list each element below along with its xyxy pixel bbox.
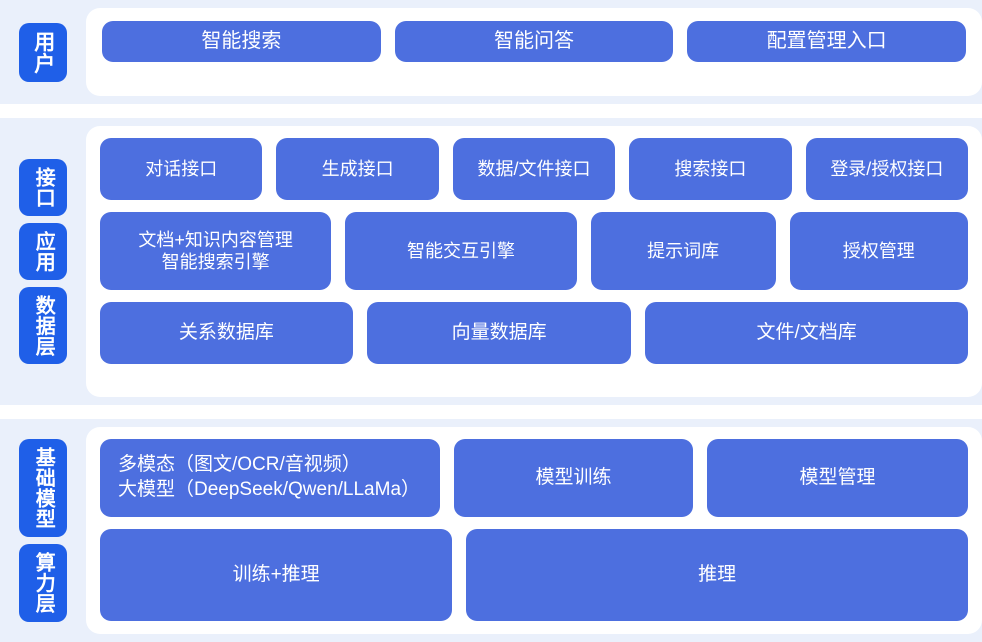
panel-base: 多模态（图文/OCR/音视频） 大模型（DeepSeek/Qwen/LLaMa）… bbox=[86, 427, 982, 634]
row-user-entries: 智能搜索 智能问答 配置管理入口 bbox=[102, 21, 967, 62]
node-model-management[interactable]: 模型管理 bbox=[707, 439, 968, 517]
rail-middle: 接口 应用 数据层 bbox=[0, 118, 86, 405]
row-applications: 文档+知识内容管理 智能搜索引擎 智能交互引擎 提示词库 授权管理 bbox=[100, 212, 968, 290]
node-authorization-management[interactable]: 授权管理 bbox=[789, 212, 968, 290]
node-smart-interaction-engine[interactable]: 智能交互引擎 bbox=[345, 212, 577, 290]
rail-tab-application[interactable]: 应用 bbox=[19, 222, 67, 280]
section-user: 用户 智能搜索 智能问答 配置管理入口 bbox=[0, 0, 982, 104]
node-training-plus-inference[interactable]: 训练+推理 bbox=[100, 529, 453, 621]
node-model-training[interactable]: 模型训练 bbox=[454, 439, 694, 517]
node-prompt-library[interactable]: 提示词库 bbox=[590, 212, 776, 290]
node-smart-search[interactable]: 智能搜索 bbox=[102, 21, 381, 62]
row-compute: 训练+推理 推理 bbox=[100, 529, 968, 621]
node-dialog-interface[interactable]: 对话接口 bbox=[100, 138, 263, 200]
node-multimodal-large-model[interactable]: 多模态（图文/OCR/音视频） 大模型（DeepSeek/Qwen/LLaMa） bbox=[100, 439, 440, 517]
rail-tab-user[interactable]: 用户 bbox=[19, 22, 67, 82]
row-interfaces: 对话接口 生成接口 数据/文件接口 搜索接口 登录/授权接口 bbox=[100, 138, 969, 200]
node-search-interface[interactable]: 搜索接口 bbox=[629, 138, 792, 200]
rail-tab-compute-layer[interactable]: 算力层 bbox=[19, 544, 67, 622]
rail-base: 基础模型 算力层 bbox=[0, 419, 86, 642]
node-smart-qa[interactable]: 智能问答 bbox=[394, 21, 674, 62]
node-relational-database[interactable]: 关系数据库 bbox=[100, 302, 353, 364]
node-login-auth-interface[interactable]: 登录/授权接口 bbox=[805, 138, 969, 200]
panel-middle: 对话接口 生成接口 数据/文件接口 搜索接口 登录/授权接口 文档+知识内容管理… bbox=[86, 126, 982, 397]
node-config-management-entry[interactable]: 配置管理入口 bbox=[687, 21, 967, 62]
section-foundation-model-compute: 基础模型 算力层 多模态（图文/OCR/音视频） 大模型（DeepSeek/Qw… bbox=[0, 419, 982, 642]
node-file-document-store[interactable]: 文件/文档库 bbox=[645, 302, 968, 364]
rail-tab-interface[interactable]: 接口 bbox=[19, 158, 67, 216]
panel-user: 智能搜索 智能问答 配置管理入口 bbox=[86, 8, 982, 96]
section-interface-application-data: 接口 应用 数据层 对话接口 生成接口 数据/文件接口 搜索接口 登录/授权接口… bbox=[0, 118, 982, 405]
node-generation-interface[interactable]: 生成接口 bbox=[276, 138, 439, 200]
row-data-stores: 关系数据库 向量数据库 文件/文档库 bbox=[100, 302, 968, 364]
rail-tab-data-layer[interactable]: 数据层 bbox=[19, 286, 67, 365]
node-data-file-interface[interactable]: 数据/文件接口 bbox=[452, 138, 616, 200]
row-models: 多模态（图文/OCR/音视频） 大模型（DeepSeek/Qwen/LLaMa）… bbox=[100, 439, 968, 517]
node-inference[interactable]: 推理 bbox=[466, 529, 968, 621]
node-document-knowledge-management[interactable]: 文档+知识内容管理 智能搜索引擎 bbox=[100, 212, 332, 290]
rail-user: 用户 bbox=[0, 0, 86, 104]
rail-tab-foundation-model[interactable]: 基础模型 bbox=[19, 439, 67, 538]
node-vector-database[interactable]: 向量数据库 bbox=[366, 302, 632, 364]
